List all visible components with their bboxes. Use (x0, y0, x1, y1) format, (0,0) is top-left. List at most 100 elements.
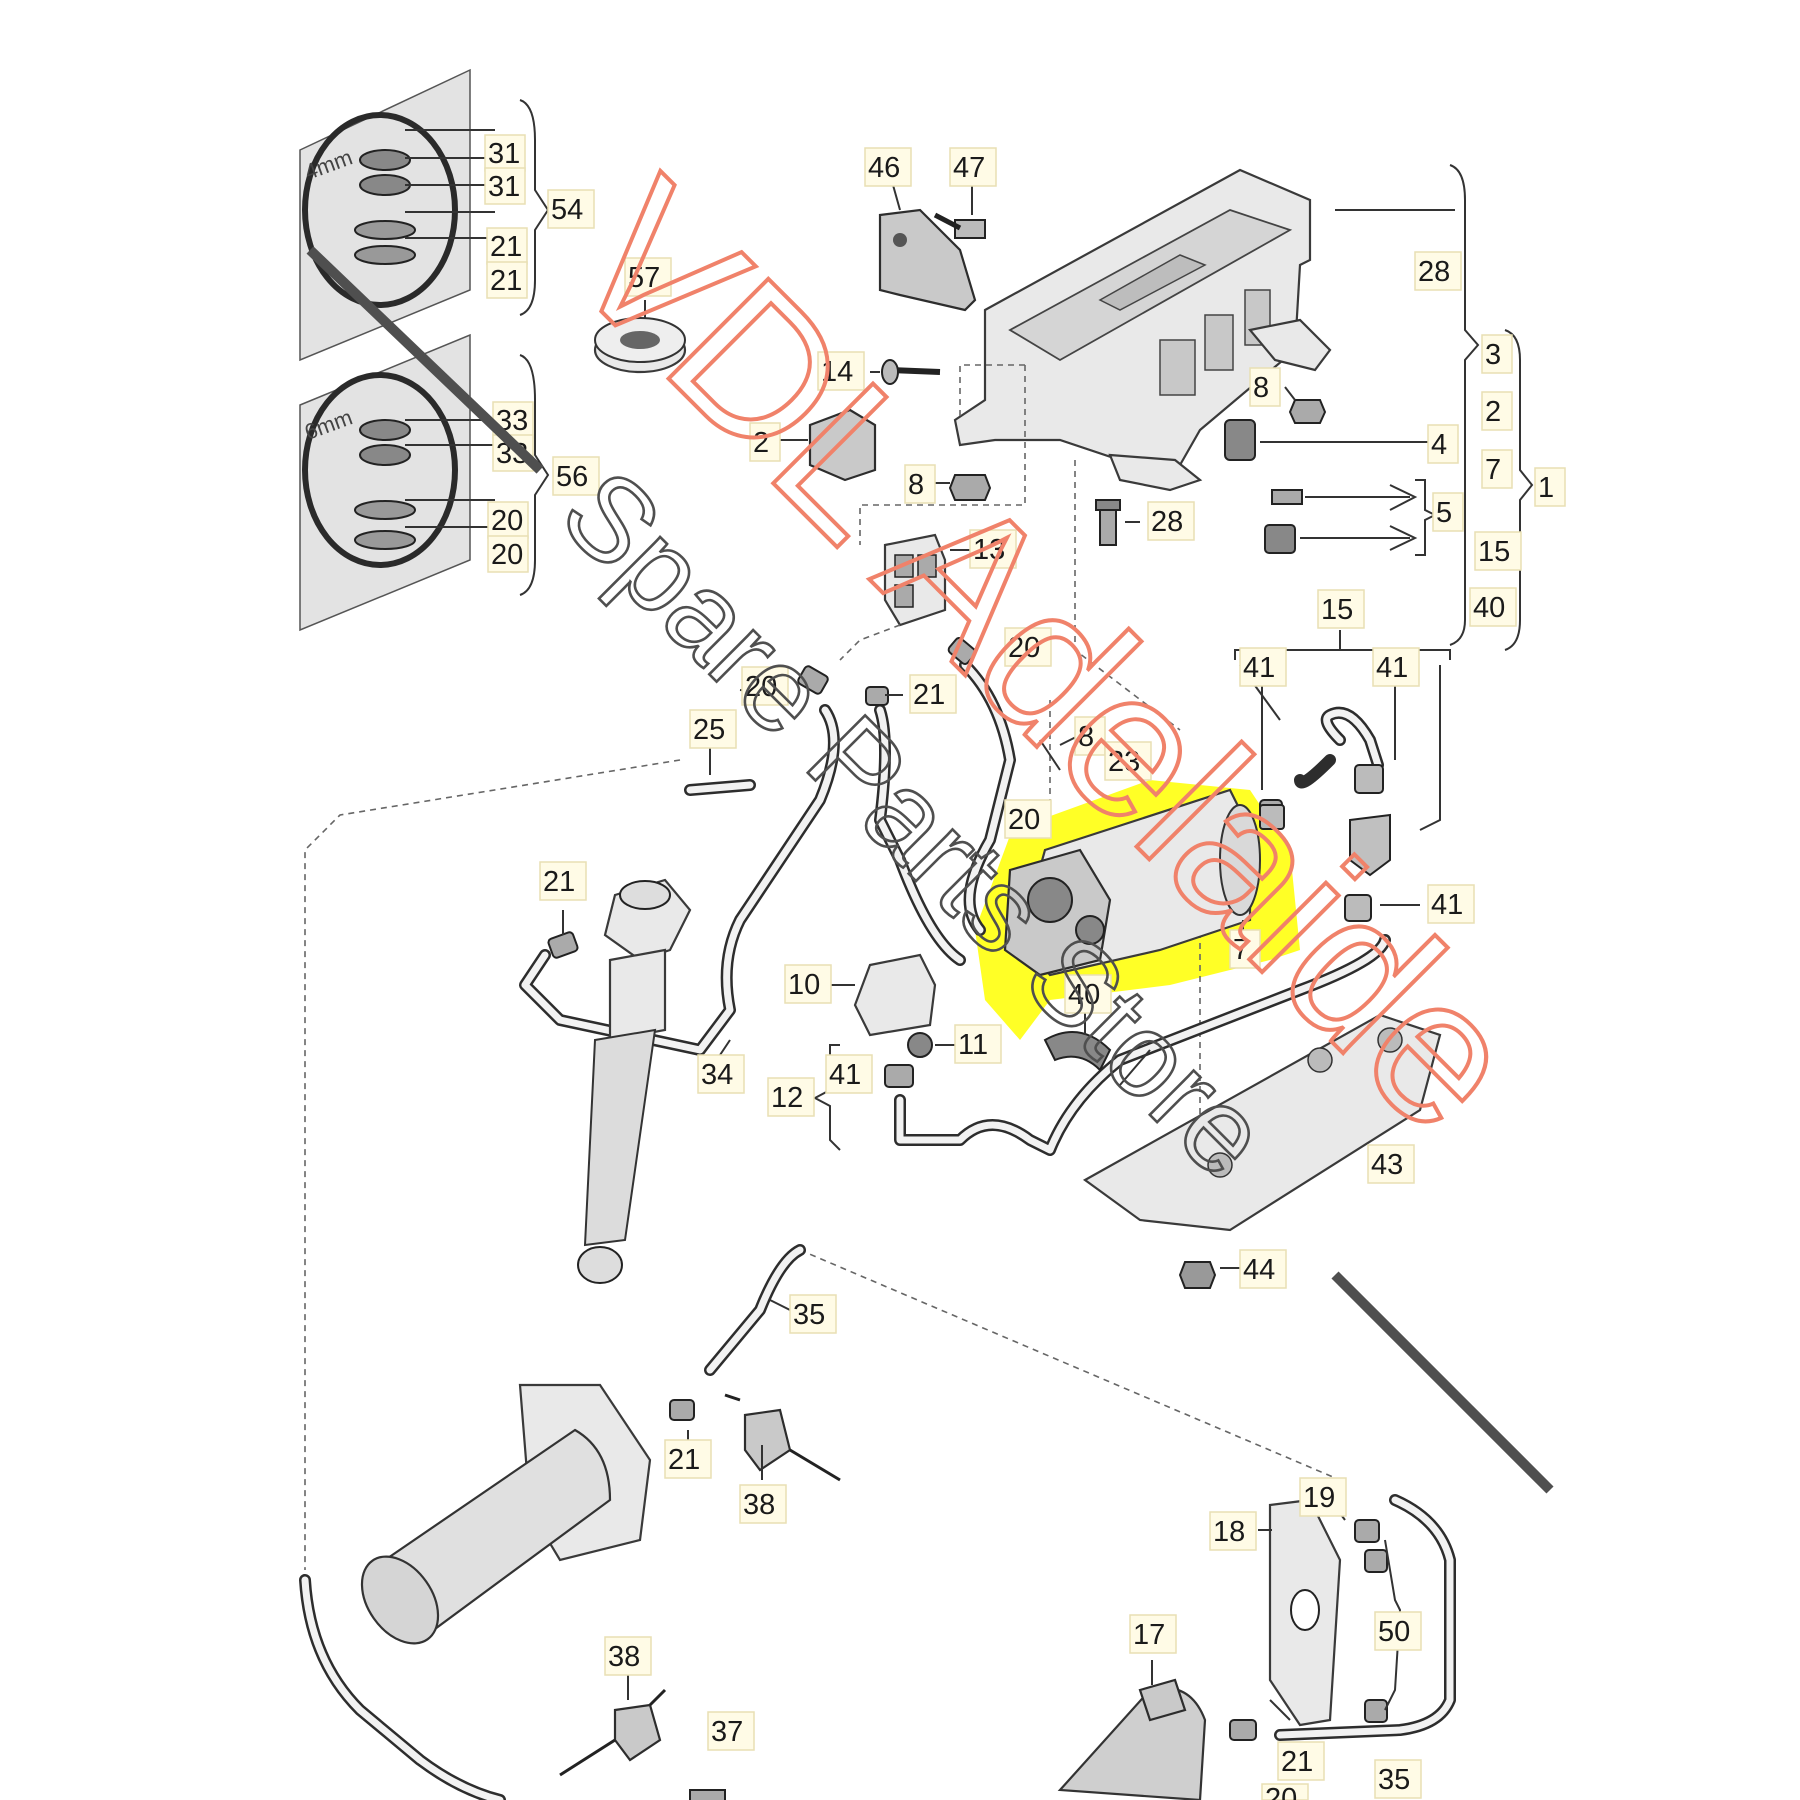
svg-text:40: 40 (1473, 592, 1505, 624)
svg-text:28: 28 (1151, 506, 1183, 538)
svg-text:8: 8 (908, 469, 924, 501)
callout-41d: 41 (825, 1054, 873, 1094)
callout-41b: 41 (1372, 647, 1420, 687)
callout-r15: 15 (1474, 531, 1522, 571)
watermark: VDL Adelaide Spare Parts Store (306, 137, 1566, 1494)
svg-text:38: 38 (743, 1489, 775, 1521)
callout-r1: 1 (1534, 467, 1566, 507)
callout-20e: 20 (1004, 799, 1052, 839)
callout-21d: 21 (539, 861, 587, 901)
svg-text:23: 23 (1108, 746, 1140, 778)
bracket-28-group (1449, 164, 1480, 646)
callout-44: 44 (1239, 1249, 1287, 1289)
callout-23: 23 (1104, 741, 1152, 781)
suspension-carrier (953, 168, 1455, 492)
valve-block-13 (883, 533, 975, 627)
bracket-46 (878, 184, 977, 312)
callout-21c: 21 (909, 674, 957, 714)
svg-text:13: 13 (973, 534, 1005, 566)
nut-11 (907, 1032, 955, 1058)
svg-text:4: 4 (1431, 429, 1447, 461)
bracket-12 (812, 1044, 841, 1151)
callout-r2: 2 (1481, 391, 1513, 431)
bush-5-bottom (1264, 524, 1418, 554)
callout-20f: 20 (1261, 1783, 1309, 1800)
bracket-1-group (1504, 329, 1534, 651)
svg-text:35: 35 (793, 1299, 825, 1331)
svg-text:41: 41 (1243, 652, 1275, 684)
svg-text:28: 28 (1418, 256, 1450, 288)
callout-57: 57 (624, 257, 672, 297)
svg-text:41: 41 (829, 1059, 861, 1091)
svg-text:20: 20 (1265, 1783, 1297, 1800)
callout-5: 5 (1432, 492, 1464, 532)
callout-41c: 41 (1427, 884, 1475, 924)
svg-text:14: 14 (821, 356, 853, 388)
callout-20d: 20 (741, 666, 789, 706)
svg-text:8: 8 (1078, 721, 1094, 753)
shock-absorber (562, 878, 692, 1284)
callout-41a: 41 (1239, 647, 1287, 687)
svg-text:20: 20 (1008, 632, 1040, 664)
svg-text:7: 7 (1233, 934, 1249, 966)
svg-text:57: 57 (628, 262, 660, 294)
svg-text:20: 20 (491, 505, 523, 537)
callout-19: 19 (1299, 1477, 1347, 1517)
svg-text:15: 15 (1478, 536, 1510, 568)
callout-28a: 28 (1414, 251, 1462, 291)
svg-text:46: 46 (868, 152, 900, 184)
svg-text:1: 1 (1538, 472, 1554, 504)
callout-37: 37 (707, 1711, 755, 1751)
callout-21b: 21 (486, 261, 528, 299)
nut-8-right (1284, 386, 1327, 424)
svg-text:50: 50 (1378, 1616, 1410, 1648)
screw-14 (870, 359, 941, 385)
callout-28b: 28 (1147, 501, 1195, 541)
svg-text:31: 31 (488, 171, 520, 203)
svg-text:54: 54 (551, 194, 583, 226)
callout-labels: 31 31 54 21 21 33 33 56 20 20 46 47 57 1… (484, 134, 1566, 1800)
callout-35b: 35 (1374, 1759, 1422, 1799)
svg-text:41: 41 (1431, 889, 1463, 921)
rubber-mount-4 (1224, 419, 1445, 461)
relay-10 (830, 953, 937, 1037)
pressure-sensor-38-lower (559, 1675, 667, 1777)
svg-text:38: 38 (608, 1641, 640, 1673)
callout-17: 17 (1129, 1614, 1177, 1654)
callout-11: 11 (954, 1024, 1002, 1064)
svg-text:21: 21 (1281, 1746, 1313, 1778)
svg-text:56: 56 (556, 461, 588, 493)
bracket-50 (1384, 1539, 1402, 1711)
callout-18: 18 (1209, 1511, 1257, 1551)
callout-10: 10 (784, 964, 832, 1004)
callout-50: 50 (1374, 1611, 1422, 1651)
callout-14: 14 (817, 351, 865, 391)
svg-text:11: 11 (958, 1029, 988, 1061)
svg-text:43: 43 (1371, 1149, 1403, 1181)
air-reservoir (360, 1383, 652, 1645)
ring-57 (593, 300, 687, 374)
watermark-stroke-bottom (1331, 1271, 1554, 1494)
bolt-5-top (1271, 484, 1418, 511)
callout-13: 13 (969, 529, 1017, 569)
svg-text:47: 47 (953, 152, 985, 184)
svg-text:35: 35 (1378, 1764, 1410, 1796)
callout-r40: 40 (1469, 587, 1517, 627)
svg-text:21: 21 (913, 679, 945, 711)
svg-text:17: 17 (1133, 1619, 1165, 1651)
callout-21a: 21 (486, 227, 528, 265)
watermark-stroke-top (306, 246, 544, 474)
bracket-41-group (1234, 649, 1451, 660)
svg-text:3: 3 (1485, 339, 1501, 371)
mounting-plate-43 (1082, 1013, 1442, 1232)
svg-text:15: 15 (1321, 594, 1353, 626)
svg-text:20: 20 (491, 539, 523, 571)
valve-bracket-18 (1258, 1498, 1342, 1727)
callout-8b: 8 (1249, 367, 1281, 407)
callout-54: 54 (547, 189, 595, 229)
callout-43: 43 (1367, 1144, 1415, 1184)
callout-20a: 20 (487, 501, 529, 539)
callout-38b: 38 (604, 1636, 652, 1676)
callout-8a: 8 (904, 464, 936, 504)
svg-text:20: 20 (1008, 804, 1040, 836)
